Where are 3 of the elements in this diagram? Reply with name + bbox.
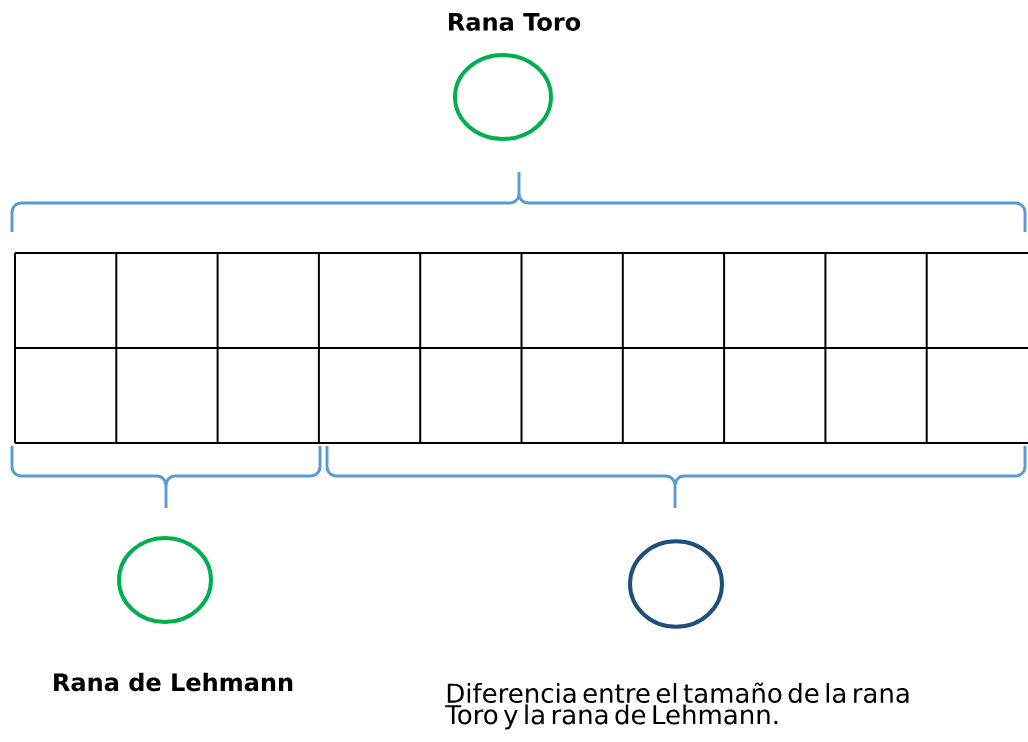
node-label: Rana de Lehmann xyxy=(54,672,293,692)
description-text: Diferencia entre el tamaño de la rana Toro y la rana de Lehmann. xyxy=(445,682,909,730)
node-label: Rana Toro xyxy=(449,13,581,31)
